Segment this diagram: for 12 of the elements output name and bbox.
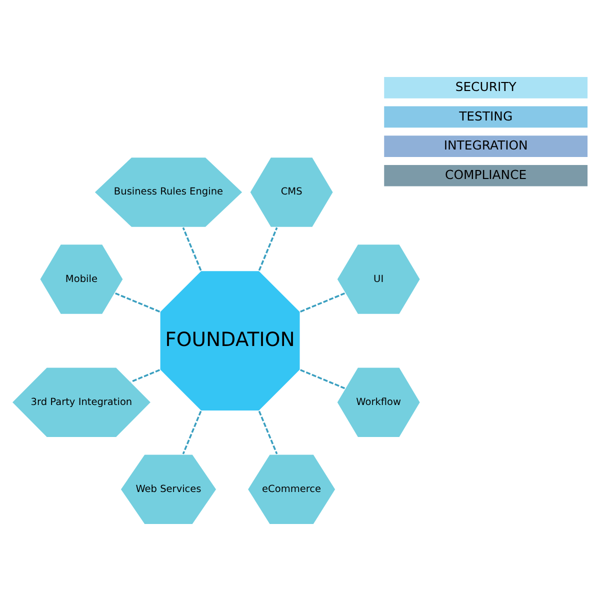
connector [182, 410, 202, 454]
node-box: SECURITY [383, 76, 588, 99]
connector [182, 226, 202, 270]
node-box: TESTING [383, 104, 588, 128]
connector [300, 292, 346, 312]
node-box: COMPLIANCE [383, 164, 588, 187]
connector [130, 368, 160, 382]
connector [114, 292, 160, 312]
node-box: INTEGRATION [383, 134, 588, 158]
connector [258, 226, 278, 270]
connector [300, 368, 346, 389]
connector [258, 410, 278, 454]
